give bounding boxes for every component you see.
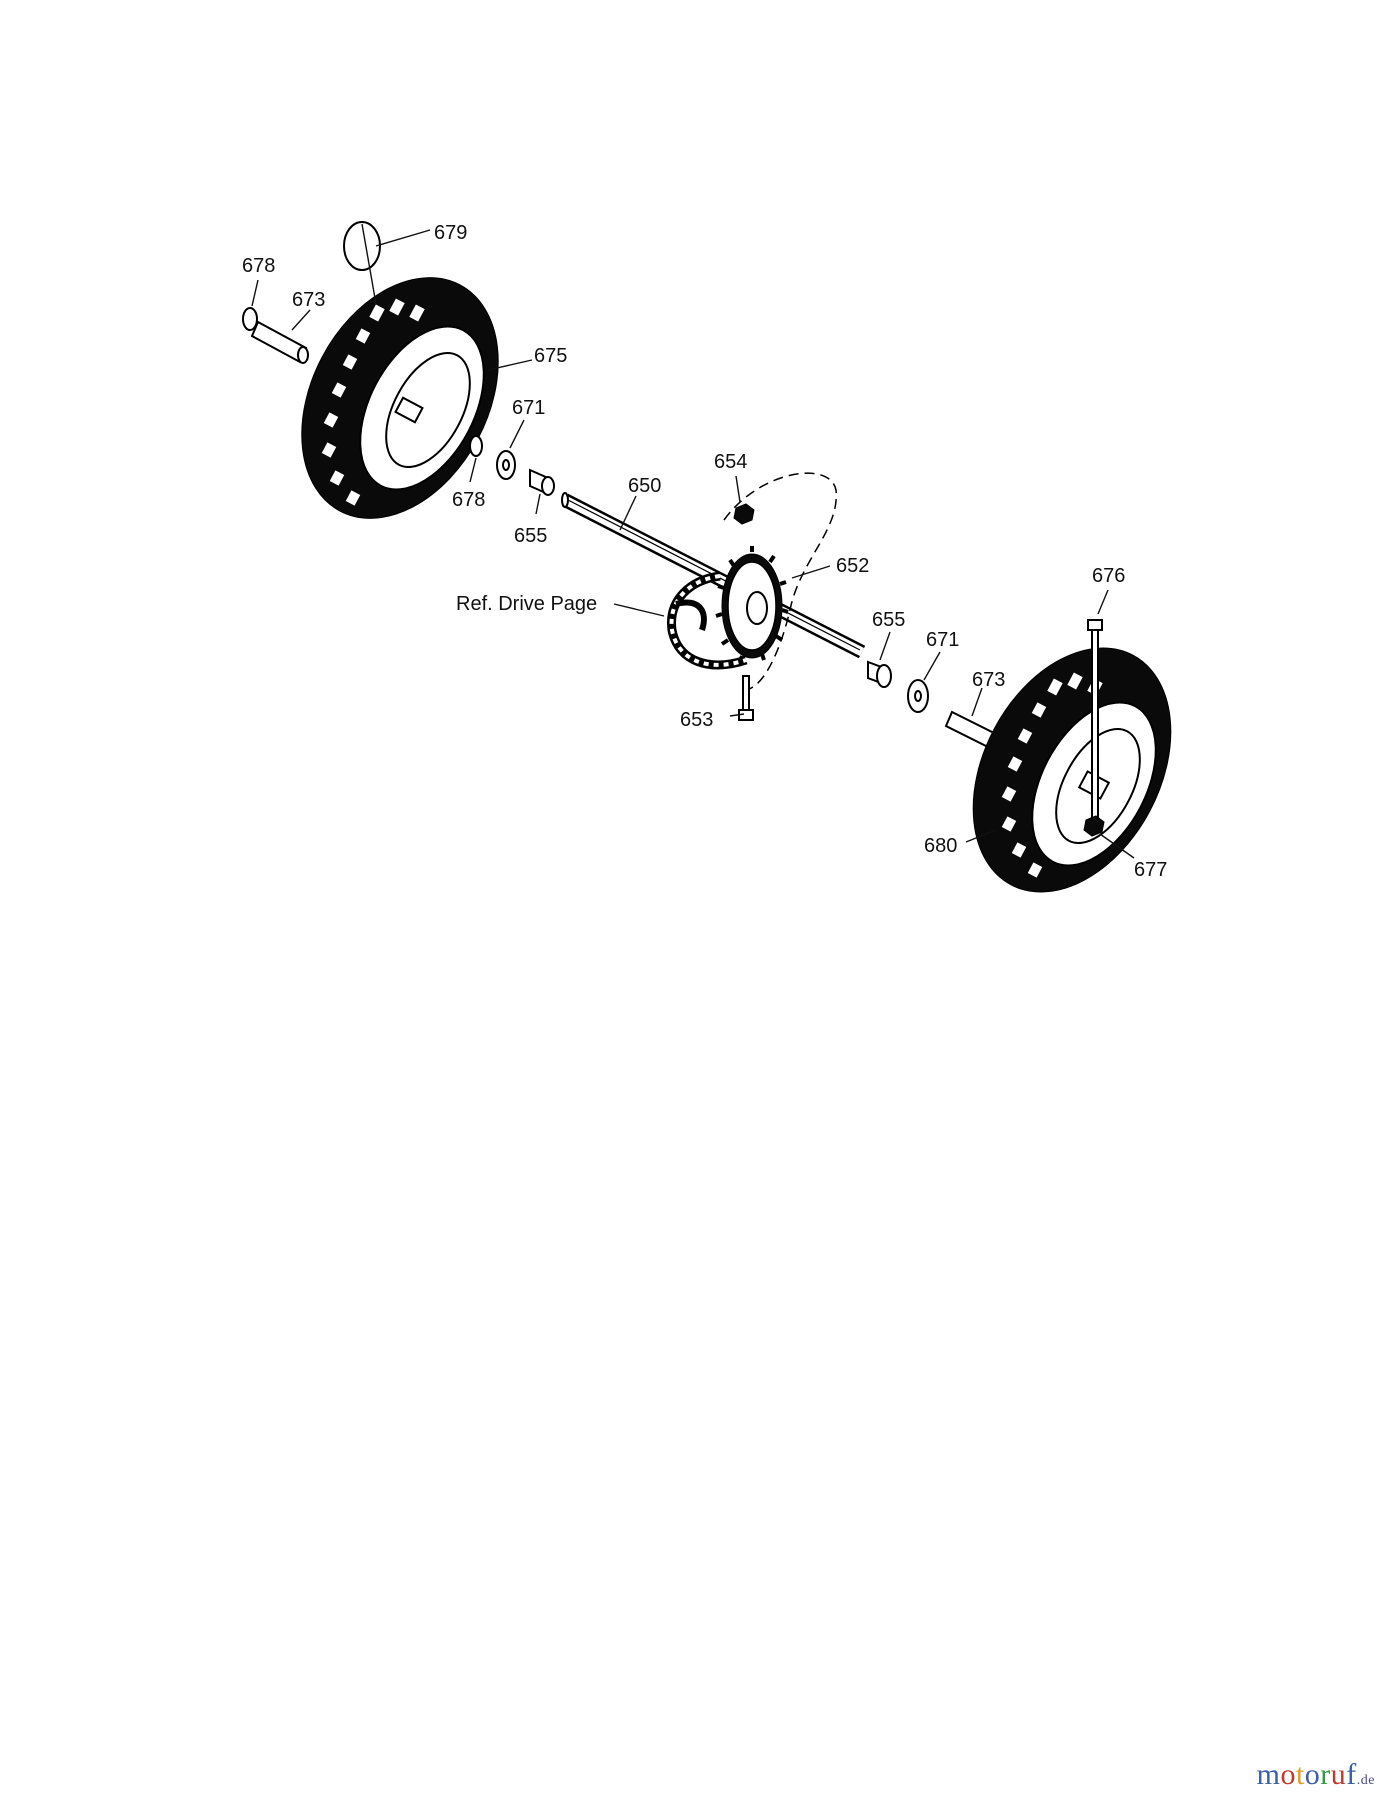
label-671-left: 671 <box>512 397 545 419</box>
label-671-right: 671 <box>926 629 959 651</box>
left-rim-inner <box>385 351 471 469</box>
label-678-bottom: 678 <box>452 489 485 511</box>
sprocket-652 <box>715 546 789 663</box>
nut-677 <box>1083 815 1105 837</box>
washer-671-left <box>496 450 516 480</box>
drive-chain <box>667 571 748 670</box>
watermark-letter: r <box>1320 1758 1331 1791</box>
right-wheel-assembly <box>972 647 1172 893</box>
clip-678-inner <box>469 435 483 457</box>
spacer-673-left <box>250 320 309 364</box>
watermark-letter: f <box>1346 1758 1357 1791</box>
washer-671-right <box>907 679 929 713</box>
watermark-letter: m <box>1256 1758 1281 1791</box>
label-654: 654 <box>714 451 747 473</box>
bearing-655-right <box>867 660 892 688</box>
label-650: 650 <box>628 475 661 497</box>
label-677: 677 <box>1134 859 1167 881</box>
label-680: 680 <box>924 835 957 857</box>
watermark-tld-text: .de <box>1356 1773 1375 1788</box>
motoruf-watermark-logo: motoruf.de <box>1257 1758 1375 1792</box>
nut-654 <box>733 503 755 525</box>
label-673-left: 673 <box>292 289 325 311</box>
label-ref-drive-page: Ref. Drive Page <box>456 593 597 615</box>
callout-labels: 679 678 673 675 671 678 655 650 654 652 … <box>242 222 1167 881</box>
axle-650 <box>561 492 866 659</box>
label-652: 652 <box>836 555 869 577</box>
left-hub <box>394 396 424 424</box>
label-655-left: 655 <box>514 525 547 547</box>
leader-lines <box>251 229 1135 859</box>
label-673-right: 673 <box>972 669 1005 691</box>
frame-outline <box>723 472 837 691</box>
ring-pin-679 <box>343 221 381 305</box>
bearing-655-left <box>529 468 555 496</box>
label-679: 679 <box>434 222 467 244</box>
left-tire-tread <box>321 298 425 506</box>
label-655-right: 655 <box>872 609 905 631</box>
label-653: 653 <box>680 709 713 731</box>
right-rim-inner <box>1055 727 1141 845</box>
label-678-top: 678 <box>242 255 275 277</box>
bolt-653 <box>738 675 754 721</box>
watermark-main-text: motoruf <box>1257 1758 1357 1791</box>
watermark-letter: u <box>1330 1758 1347 1791</box>
left-wheel-assembly <box>301 277 499 519</box>
watermark-letter: o <box>1280 1758 1296 1791</box>
label-676: 676 <box>1092 565 1125 587</box>
clip-678-left <box>242 307 258 331</box>
watermark-letter: o <box>1304 1758 1321 1791</box>
watermark-letter: t <box>1295 1758 1305 1791</box>
label-675: 675 <box>534 345 567 367</box>
